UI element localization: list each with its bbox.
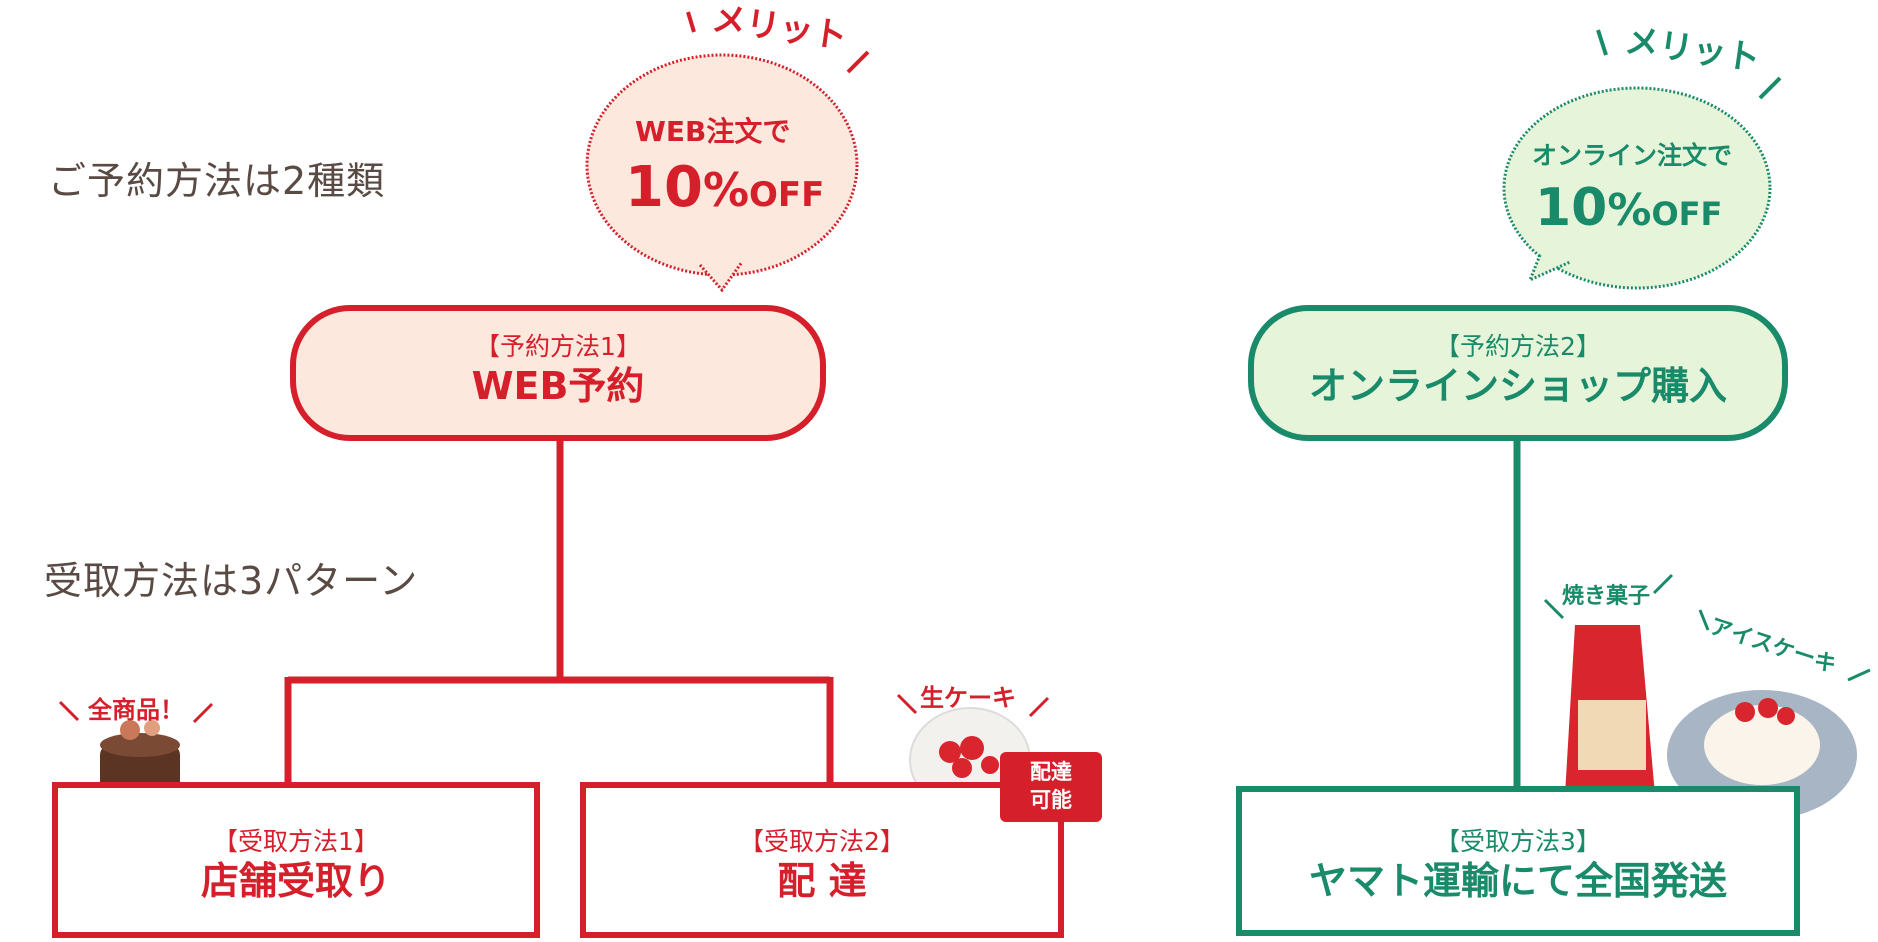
merit-bubble-right	[1502, 86, 1772, 290]
delivery-truck-badge: 配達 可能	[1000, 752, 1102, 822]
pickup-method-1-title: 店舗受取り	[200, 859, 391, 903]
truck-line2: 可能	[1030, 788, 1072, 812]
reserve-method-1-label: 【予約方法1】	[475, 332, 641, 361]
reserve-method-1: 【予約方法1】 WEB予約	[290, 305, 826, 441]
merit-left-pct: %	[702, 163, 750, 217]
pickup-patterns-heading: 受取方法は3パターン	[44, 559, 419, 603]
pickup-method-1-label: 【受取方法1】	[213, 827, 379, 856]
merit-left-line1: WEB注文で	[635, 115, 791, 148]
pickup-method-3-label: 【受取方法3】	[1435, 827, 1601, 856]
baked-sweets-image	[1565, 625, 1655, 795]
truck-line1: 配達	[1030, 760, 1072, 784]
reservation-types-heading: ご予約方法は2種類	[48, 159, 386, 203]
merit-left-off: OFF	[749, 175, 825, 215]
merit-right-num: 10	[1535, 178, 1608, 238]
merit-right-line1: オンライン注文で	[1532, 141, 1733, 170]
pickup-method-3: 【受取方法3】 ヤマト運輸にて全国発送	[1236, 786, 1800, 936]
fresh-cake-tag: 生ケーキ	[920, 684, 1016, 712]
reserve-method-1-title: WEB予約	[471, 364, 645, 408]
reserve-method-2: 【予約方法2】 オンラインショップ購入	[1248, 305, 1788, 441]
reserve-method-2-label: 【予約方法2】	[1435, 332, 1601, 361]
all-products-tag: 全商品！	[88, 696, 184, 724]
merit-right-off: OFF	[1651, 195, 1723, 233]
pickup-method-3-title: ヤマト運輸にて全国発送	[1308, 859, 1727, 903]
pickup-method-1: 【受取方法1】 店舗受取り	[52, 782, 540, 938]
pickup-method-2: 【受取方法2】 配 達	[580, 782, 1064, 938]
reserve-method-2-title: オンラインショップ購入	[1308, 364, 1727, 408]
merit-left-num: 10	[625, 155, 703, 220]
merit-right-discount: 10%OFF	[1535, 178, 1722, 238]
merit-left-discount: 10%OFF	[625, 155, 824, 220]
pickup-method-2-title: 配 達	[777, 859, 867, 903]
merit-right-pct: %	[1607, 185, 1652, 236]
pickup-method-2-label: 【受取方法2】	[739, 827, 905, 856]
baked-sweets-tag: 焼き菓子	[1562, 584, 1651, 609]
